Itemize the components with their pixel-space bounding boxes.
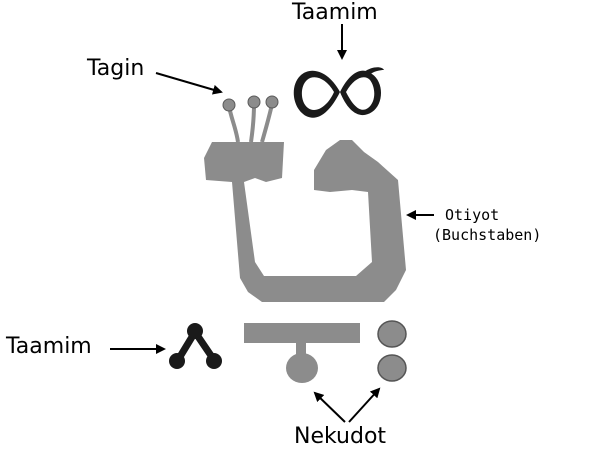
arrow-nekudot-left	[313, 391, 346, 423]
taamim-segol-mark	[169, 323, 222, 369]
label-taamim-left: Taamim	[6, 334, 92, 359]
nekudot-vowel-points	[244, 320, 407, 383]
label-nekudot: Nekudot	[294, 424, 387, 449]
tagin-stem-middle	[249, 103, 256, 143]
tagin-tip-middle	[247, 95, 261, 109]
tagin-tip-right	[265, 95, 279, 109]
tagin-stem-right	[260, 103, 274, 143]
infinity-shape	[293, 70, 381, 118]
letter-body	[204, 140, 406, 302]
tagin-tip-left	[222, 98, 236, 112]
label-taamim-top: Taamim	[292, 0, 378, 25]
nekudot-dot-upper	[377, 320, 407, 348]
tagin-crown	[222, 95, 279, 143]
segol-dot-right	[206, 353, 222, 369]
infinity-tail	[364, 67, 384, 76]
nekudot-dot-lower	[377, 354, 407, 382]
segol-dot-top	[187, 323, 203, 339]
label-otiyot: Otiyot (Buchstaben)	[433, 206, 541, 243]
nekudot-dot-under-bar	[286, 353, 318, 383]
arrow-nekudot-right	[348, 387, 381, 423]
nekudot-bar	[244, 323, 360, 343]
hebrew-letter-tet	[204, 140, 406, 302]
taamim-infinity-mark	[293, 67, 384, 118]
label-tagin: Tagin	[87, 56, 145, 81]
label-otiyot-line2: (Buchstaben)	[433, 226, 542, 244]
arrows	[110, 24, 434, 423]
arrow-tagin	[155, 72, 223, 95]
nekudot-stem	[296, 343, 306, 357]
segol-dot-left	[169, 353, 185, 369]
label-otiyot-line1: Otiyot	[445, 206, 500, 224]
tagin-stem-left	[227, 105, 240, 143]
